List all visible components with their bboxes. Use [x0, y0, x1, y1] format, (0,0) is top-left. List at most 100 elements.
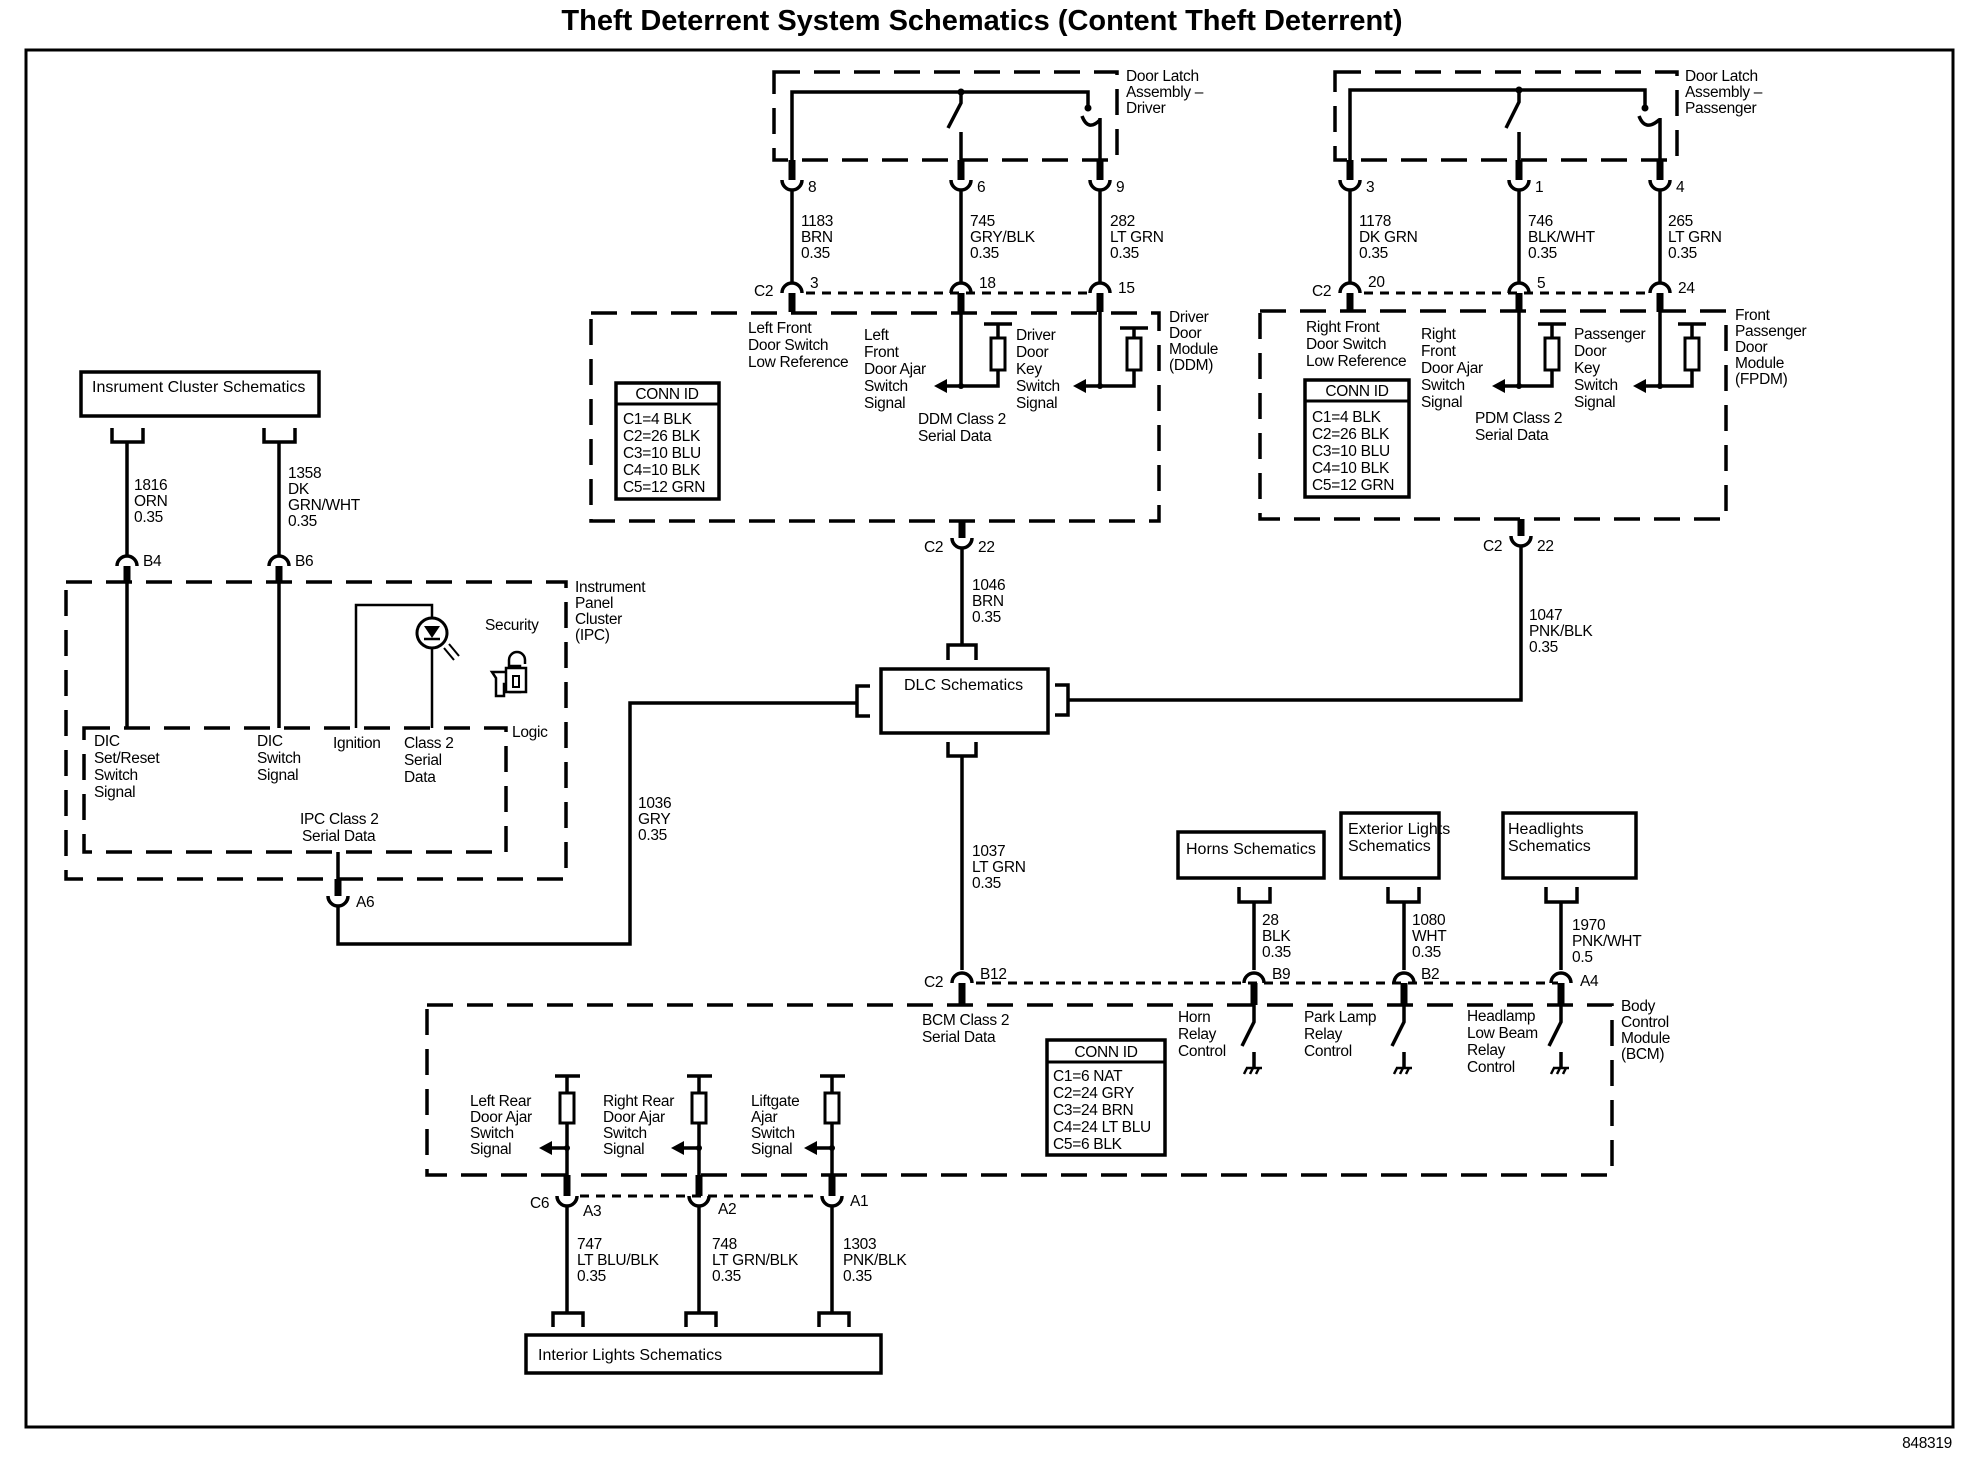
passenger-latch-bus [1348, 88, 1647, 172]
svg-text:C2=26 BLK: C2=26 BLK [623, 428, 701, 445]
svg-text:Switch: Switch [94, 767, 138, 784]
svg-text:20: 20 [1368, 274, 1385, 291]
pin-ddm-15: 15 [1088, 280, 1135, 312]
interior-lights-schematics-ref[interactable]: Interior Lights Schematics [524, 1333, 883, 1375]
exterior-lights-ref-label-2: Schematics [1348, 838, 1431, 855]
wire-748-label: 748 LT GRN/BLK 0.35 [712, 1236, 799, 1285]
svg-text:CONN ID: CONN ID [1074, 1044, 1137, 1061]
fpdm-rf-low-ref-label: Right Front Door Switch Low Reference [1306, 319, 1407, 370]
svg-text:Door Latch: Door Latch [1685, 68, 1758, 85]
svg-text:Assembly –: Assembly – [1685, 84, 1763, 101]
svg-text:745: 745 [970, 213, 995, 230]
ipc-class2-serial-label: IPC Class 2 Serial Data [300, 811, 379, 845]
pin-ddm-3: 3 [780, 275, 819, 312]
headlights-ref-label-1: Headlights [1508, 821, 1584, 838]
svg-text:Door Ajar: Door Ajar [470, 1109, 532, 1126]
svg-text:Liftgate: Liftgate [751, 1093, 799, 1110]
svg-text:1183: 1183 [801, 213, 833, 230]
wire-745-label: 745 GRY/BLK 0.35 [970, 213, 1036, 262]
interior-connector-stubs [551, 1311, 851, 1327]
svg-text:C4=10 BLK: C4=10 BLK [623, 462, 701, 479]
svg-text:DIC: DIC [257, 733, 283, 750]
svg-text:PNK/BLK: PNK/BLK [843, 1252, 907, 1269]
pin-ddm-c2-22: C2 22 [924, 521, 995, 556]
svg-text:Module: Module [1169, 341, 1218, 358]
bcm-c6-label: C6 [530, 1195, 549, 1212]
svg-text:B4: B4 [143, 553, 162, 570]
security-label: Security [485, 617, 539, 634]
svg-text:Data: Data [404, 769, 436, 786]
svg-text:Horn: Horn [1178, 1009, 1210, 1026]
svg-text:Passenger: Passenger [1735, 323, 1807, 340]
dlc-connector-stubs [855, 643, 1070, 758]
svg-text:Driver: Driver [1169, 309, 1209, 326]
svg-text:4: 4 [1676, 179, 1685, 196]
fpdm-class2-label: PDM Class 2 Serial Data [1475, 410, 1562, 444]
instrument-cluster-ref-label: Insrument Cluster Schematics [92, 379, 305, 396]
wire-1816-label: 1816 ORN 0.35 [134, 477, 168, 526]
svg-text:C3=24 BRN: C3=24 BRN [1053, 1102, 1133, 1119]
svg-text:Signal: Signal [603, 1141, 644, 1158]
svg-text:0.35: 0.35 [801, 245, 830, 262]
wire-746-label: 746 BLK/WHT 0.35 [1528, 213, 1596, 262]
svg-text:Serial Data: Serial Data [302, 828, 376, 845]
svg-text:Signal: Signal [751, 1141, 792, 1158]
svg-text:28: 28 [1262, 912, 1279, 929]
svg-text:3: 3 [1366, 179, 1374, 196]
pin-pl-4: 4 [1648, 160, 1685, 196]
svg-text:15: 15 [1118, 280, 1135, 297]
svg-text:A4: A4 [1580, 973, 1599, 990]
ddm-lf-low-ref-label: Left Front Door Switch Low Reference [748, 320, 849, 371]
svg-text:746: 746 [1528, 213, 1553, 230]
bcm-input-connector-stubs [1237, 887, 1579, 904]
pin-bcm-b2: B2 [1392, 966, 1440, 1005]
door-latch-passenger-boundary [1333, 70, 1679, 162]
headlamp-relay-switch-icon [1547, 1005, 1569, 1075]
svg-text:0.35: 0.35 [970, 245, 999, 262]
svg-text:C1=4 BLK: C1=4 BLK [1312, 409, 1382, 426]
horns-schematics-ref[interactable]: Horns Schematics [1176, 830, 1326, 880]
svg-text:Left Front: Left Front [748, 320, 812, 337]
svg-text:WHT: WHT [1412, 928, 1447, 945]
bcm-park-label: Park Lamp Relay Control [1304, 1009, 1377, 1060]
svg-text:0.35: 0.35 [712, 1268, 741, 1285]
wire-1303-label: 1303 PNK/BLK 0.35 [843, 1236, 908, 1285]
svg-text:LT BLU/BLK: LT BLU/BLK [577, 1252, 660, 1269]
exterior-lights-schematics-ref[interactable]: Exterior Lights Schematics [1339, 811, 1450, 880]
ipc-class2-label: Class 2 Serial Data [404, 735, 454, 786]
svg-text:0.35: 0.35 [1359, 245, 1388, 262]
svg-text:18: 18 [979, 275, 996, 292]
svg-text:DK GRN: DK GRN [1359, 229, 1417, 246]
svg-text:9: 9 [1116, 179, 1124, 196]
svg-text:Control: Control [1621, 1014, 1669, 1031]
svg-text:Assembly –: Assembly – [1126, 84, 1204, 101]
svg-text:Signal: Signal [257, 767, 298, 784]
svg-text:6: 6 [977, 179, 985, 196]
headlights-ref-label-2: Schematics [1508, 838, 1591, 855]
wire-1183-label: 1183 BRN 0.35 [801, 213, 833, 262]
svg-text:LT GRN/BLK: LT GRN/BLK [712, 1252, 799, 1269]
pin-bcm-b12: B12 [950, 966, 1007, 1005]
svg-text:1970: 1970 [1572, 917, 1606, 934]
svg-text:Front: Front [1421, 343, 1457, 360]
fpdm-rf-ajar-circuit [1492, 312, 1566, 393]
headlights-schematics-ref[interactable]: Headlights Schematics [1501, 811, 1638, 880]
svg-text:Relay: Relay [1178, 1026, 1217, 1043]
svg-text:GRY: GRY [638, 811, 670, 828]
instrument-cluster-schematics-ref[interactable]: Insrument Cluster Schematics [79, 370, 321, 418]
pin-fpdm-24: 24 [1648, 280, 1696, 312]
ipc-dic-switch-label: DIC Switch Signal [257, 733, 301, 784]
svg-text:0.35: 0.35 [1529, 639, 1558, 656]
pin-bcm-b9: B9 [1242, 966, 1291, 1005]
svg-text:C4=10 BLK: C4=10 BLK [1312, 460, 1390, 477]
fpdm-module-boundary [1258, 309, 1728, 521]
dlc-schematics-ref[interactable]: DLC Schematics [879, 667, 1050, 735]
svg-text:(BCM): (BCM) [1621, 1046, 1664, 1063]
svg-text:(FPDM): (FPDM) [1735, 371, 1788, 388]
svg-text:0.35: 0.35 [1668, 245, 1697, 262]
svg-text:Switch: Switch [864, 378, 908, 395]
svg-text:0.35: 0.35 [577, 1268, 606, 1285]
svg-text:0.35: 0.35 [1110, 245, 1139, 262]
svg-text:0.35: 0.35 [843, 1268, 872, 1285]
